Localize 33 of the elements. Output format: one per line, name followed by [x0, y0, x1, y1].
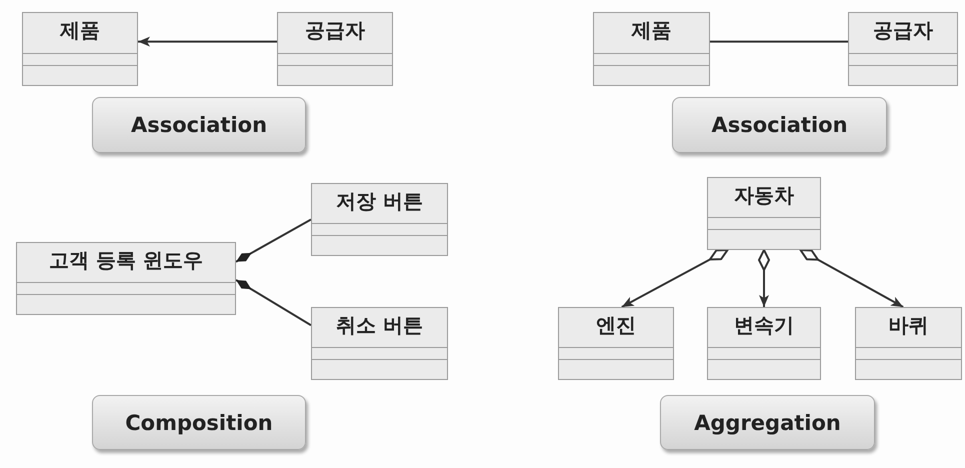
aggregation-arrow — [758, 249, 770, 307]
class-name: 고객 등록 윈도우 — [48, 247, 204, 274]
class-name: 제품 — [58, 17, 101, 44]
association-arrow — [138, 36, 277, 47]
aggregation-arrow — [799, 249, 904, 308]
class-name: 공급자 — [304, 17, 366, 44]
class-box — [848, 12, 958, 86]
class-box — [707, 307, 821, 380]
class-box — [707, 177, 821, 250]
class-name: 자동차 — [733, 182, 795, 209]
caption-button: Association — [672, 97, 887, 153]
composition-connector — [235, 279, 312, 326]
class-box — [558, 307, 674, 380]
association-line — [710, 40, 848, 43]
class-name: 저장 버튼 — [335, 188, 424, 215]
class-name: 바퀴 — [888, 312, 930, 339]
class-box — [311, 307, 448, 380]
class-box — [855, 307, 962, 380]
class-box — [277, 12, 393, 86]
class-box — [22, 12, 138, 86]
class-name: 엔진 — [595, 312, 637, 339]
composition-connector — [236, 218, 312, 263]
caption-button: Composition — [92, 395, 306, 450]
class-name: 제품 — [630, 17, 672, 44]
class-name: 변속기 — [733, 312, 795, 339]
class-box — [311, 183, 448, 256]
class-name: 공급자 — [872, 17, 934, 44]
class-box — [593, 12, 710, 86]
class-name: 취소 버튼 — [335, 312, 424, 339]
caption-button: Aggregation — [660, 395, 875, 450]
caption-button: Association — [92, 97, 306, 153]
aggregation-arrow — [621, 249, 729, 308]
class-box — [16, 242, 236, 315]
